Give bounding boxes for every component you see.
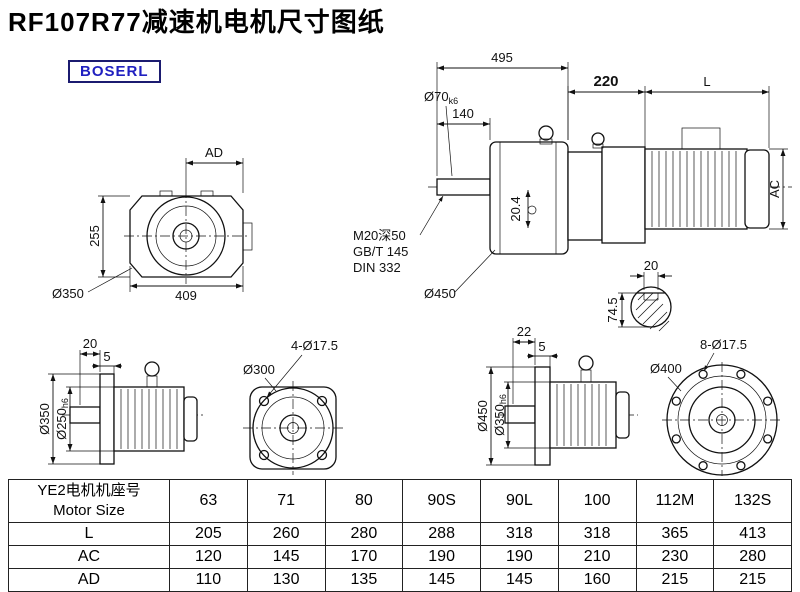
header-label-en: Motor Size	[53, 502, 125, 519]
size-col-100: 100	[557, 479, 637, 523]
dim-255: 255	[87, 225, 102, 247]
cell-ac-71: 145	[246, 545, 326, 569]
dim-140: 140	[452, 106, 474, 121]
flange-large-side-view: 22 5 Ø450 Ø350h6	[475, 324, 638, 466]
dim-shaft-dia: Ø70k6	[424, 89, 458, 106]
table-row-ac: AC 120 145 170 190 190 210 230 280	[8, 545, 792, 569]
size-col-112m: 112M	[635, 479, 715, 523]
dim-motor-length: L	[703, 74, 710, 89]
cell-l-80: 280	[324, 522, 404, 546]
flange-small-front-view: 4-Ø17.5 Ø300	[243, 338, 343, 475]
dim-spigot-dia-250: Ø250h6	[54, 398, 70, 440]
brand-logo: BOSERL	[68, 60, 161, 83]
dim-flange-5: 5	[103, 349, 110, 364]
cell-ad-80: 135	[324, 568, 404, 592]
table-header-row: YE2电机机座号 Motor Size 63 71 80 90S 90L 100…	[8, 479, 792, 523]
cell-ac-80: 170	[324, 545, 404, 569]
cell-ad-132s: 215	[713, 568, 792, 592]
dim-motor-dia-ac: AC	[767, 180, 782, 198]
cell-ac-90l: 190	[480, 545, 559, 569]
label-housing-dia-450: Ø450	[424, 286, 456, 301]
label-4-holes: 4-Ø17.5	[291, 338, 338, 353]
row-label-ad: AD	[8, 568, 170, 592]
dim-220: 220	[593, 73, 618, 90]
cell-l-90s: 288	[402, 522, 481, 546]
cell-ac-63: 120	[169, 545, 248, 569]
dim-74-5: 74.5	[605, 297, 620, 322]
cell-l-112m: 365	[635, 522, 715, 546]
header-label-cn: YE2电机机座号	[37, 482, 141, 499]
size-col-63: 63	[169, 479, 248, 523]
size-col-90s: 90S	[402, 479, 481, 523]
size-col-132s: 132S	[713, 479, 792, 523]
label-8-holes: 8-Ø17.5	[700, 337, 747, 352]
dim-409: 409	[175, 288, 197, 303]
label-bolt-circle-400: Ø400	[650, 361, 682, 376]
dim-ad: AD	[205, 145, 223, 160]
flange-large-front-view: 8-Ø17.5 Ø400	[650, 337, 782, 476]
label-housing-dia-350: Ø350	[52, 286, 84, 301]
dim-flange-dia-450: Ø450	[475, 400, 490, 432]
front-view-drawing: AD 255 409 Ø350	[52, 145, 253, 303]
table-row-ad: AD 110 130 135 145 145 160 215 215	[8, 568, 792, 592]
dim-flange-20: 20	[83, 336, 97, 351]
cell-ac-112m: 230	[635, 545, 715, 569]
dim-spigot-dia-350: Ø350h6	[492, 394, 508, 436]
cell-l-100: 318	[557, 522, 637, 546]
cell-l-90l: 318	[480, 522, 559, 546]
side-view-drawing: 495 140 Ø70k6 220 L AC 20.4 M20深50 GB/T …	[353, 50, 792, 332]
thread-note-1: M20深50	[353, 228, 406, 243]
technical-drawing: AD 255 409 Ø350	[37, 50, 792, 476]
page-title: RF107R77减速机电机尺寸图纸	[8, 7, 385, 37]
cell-ad-63: 110	[169, 568, 248, 592]
dim-20-4: 20.4	[508, 196, 523, 221]
thread-note-2: GB/T 145	[353, 244, 408, 259]
cell-l-63: 205	[169, 522, 248, 546]
cell-ac-100: 210	[557, 545, 637, 569]
cell-ad-90l: 145	[480, 568, 559, 592]
size-col-90l: 90L	[480, 479, 559, 523]
row-label-l: L	[8, 522, 170, 546]
cell-ad-71: 130	[246, 568, 326, 592]
dim-flange-l5: 5	[538, 339, 545, 354]
cell-ad-90s: 145	[402, 568, 481, 592]
flange-small-side-view: 20 5 Ø350 Ø250h6	[37, 336, 205, 465]
thread-note-3: DIN 332	[353, 260, 401, 275]
dim-495: 495	[491, 50, 513, 65]
cell-l-132s: 413	[713, 522, 792, 546]
cell-ac-132s: 280	[713, 545, 792, 569]
table-header-motor-size: YE2电机机座号 Motor Size	[8, 479, 170, 523]
cell-ad-112m: 215	[635, 568, 715, 592]
label-bolt-circle-300: Ø300	[243, 362, 275, 377]
cell-l-71: 260	[246, 522, 326, 546]
row-label-ac: AC	[8, 545, 170, 569]
size-col-71: 71	[246, 479, 326, 523]
dim-flange-dia-350: Ø350	[37, 403, 52, 435]
size-col-80: 80	[324, 479, 404, 523]
table-row-l: L 205 260 280 288 318 318 365 413	[8, 522, 792, 546]
cell-ad-100: 160	[557, 568, 637, 592]
dim-flange-22: 22	[517, 324, 531, 339]
cell-ac-90s: 190	[402, 545, 481, 569]
dim-20: 20	[644, 258, 658, 273]
motor-size-table: YE2电机机座号 Motor Size 63 71 80 90S 90L 100…	[8, 479, 792, 592]
